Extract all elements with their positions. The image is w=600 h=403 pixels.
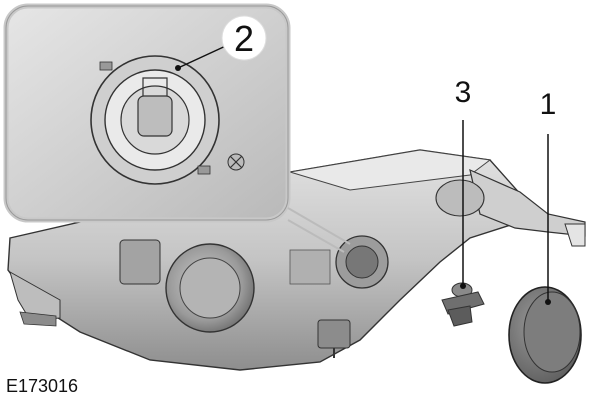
figure-code: E173016	[6, 376, 78, 396]
cover-cap: 1	[508, 88, 582, 384]
bulb-holder: 3	[441, 76, 485, 327]
headlamp-housing	[7, 149, 586, 371]
inset-detail: 2	[3, 3, 291, 223]
inset-callout-number: 2	[234, 18, 254, 59]
cover-cap-callout-number: 1	[540, 88, 557, 121]
bulb-holder-callout-number: 3	[455, 76, 472, 109]
inset-pointer	[287, 207, 351, 253]
